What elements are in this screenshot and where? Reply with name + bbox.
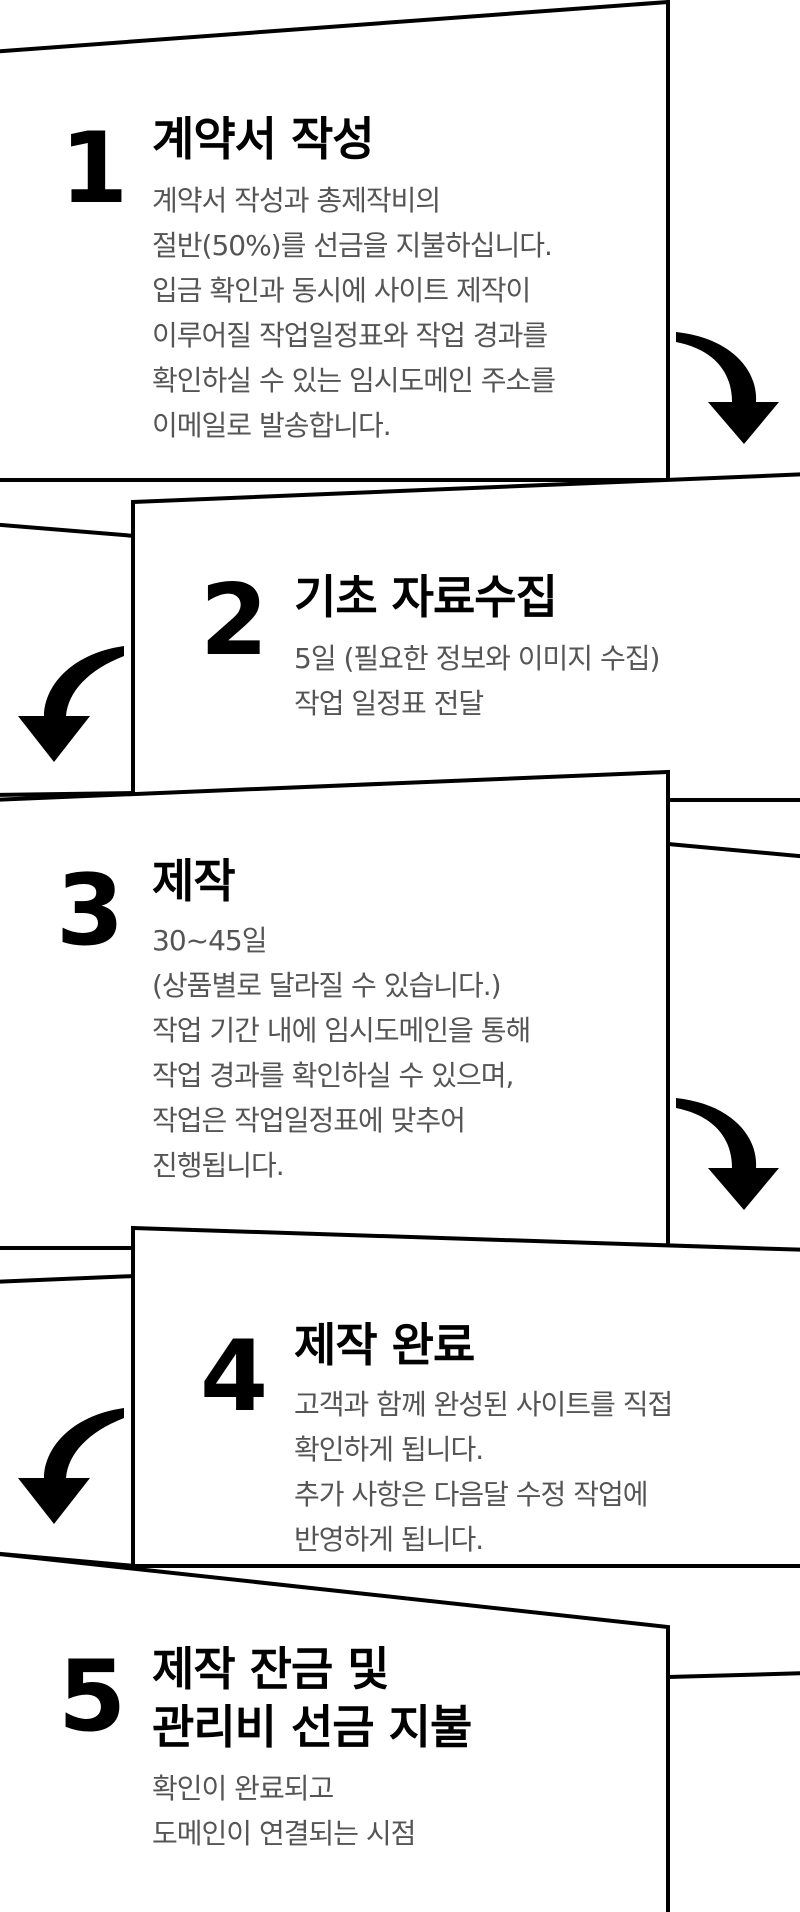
step-1-desc-line: 입금 확인과 동시에 사이트 제작이 — [152, 274, 531, 307]
step-3-description: 30~45일 (상품별로 달라질 수 있습니다.) 작업 기간 내에 임시도메인… — [152, 918, 531, 1188]
step-4-description: 고객과 함께 완성된 사이트를 직접 확인하게 됩니다. 추가 사항은 다음달 … — [294, 1382, 673, 1562]
sheet-edge-left-4-upper — [0, 1274, 136, 1284]
step-3-desc-line: (상품별로 달라질 수 있습니다.) — [152, 969, 502, 1002]
step-4-desc-line: 고객과 함께 완성된 사이트를 직접 — [294, 1388, 673, 1421]
step-3-title: 제작 — [152, 852, 236, 910]
step-3-desc-line: 작업은 작업일정표에 맞추어 — [152, 1104, 466, 1137]
step-1-description: 계약서 작성과 총제작비의 절반(50%)를 선금을 지불하십니다. 입금 확인… — [152, 178, 556, 448]
curved-arrow-down-right-icon — [676, 1098, 779, 1210]
step-5-description: 확인이 완료되고 도메인이 연결되는 시점 — [152, 1766, 416, 1856]
step-1-title: 계약서 작성 — [152, 110, 375, 168]
step-4-number: 4 — [200, 1320, 268, 1434]
step-4-title: 제작 완료 — [294, 1316, 475, 1374]
step-5-panel — [0, 1552, 670, 1912]
step-3-desc-line: 작업 기간 내에 임시도메인을 통해 — [152, 1014, 531, 1047]
sheet-edge-right-5 — [667, 1671, 800, 1679]
step-1-desc-line: 이루어질 작업일정표와 작업 경과를 — [152, 319, 548, 352]
step-1-title-line: 계약서 작성 — [152, 112, 375, 166]
step-5-title-line: 관리비 선금 지불 — [152, 1700, 472, 1754]
step-5-title: 제작 잔금 및 관리비 선금 지불 — [152, 1640, 472, 1756]
step-3-desc-line: 진행됩니다. — [152, 1149, 285, 1182]
step-1-desc-line: 계약서 작성과 총제작비의 — [152, 184, 441, 217]
step-4-panel — [131, 1225, 800, 1568]
step-4-desc-line: 반영하게 됩니다. — [294, 1523, 484, 1556]
sheet-edge-left-upper — [0, 522, 136, 538]
step-5-number: 5 — [58, 1640, 126, 1754]
step-3-desc-line: 30~45일 — [152, 924, 267, 957]
step-4-title-line: 제작 완료 — [294, 1318, 475, 1372]
step-5-desc-line: 확인이 완료되고 — [152, 1772, 334, 1805]
step-5-desc-line: 도메인이 연결되는 시점 — [152, 1817, 416, 1850]
step-1-desc-line: 이메일로 발송합니다. — [152, 409, 392, 442]
step-2-desc-line: 작업 일정표 전달 — [294, 687, 484, 720]
step-3-number: 3 — [56, 854, 124, 968]
step-1-desc-line: 확인하실 수 있는 임시도메인 주소를 — [152, 364, 556, 397]
step-3-desc-line: 작업 경과를 확인하실 수 있으며, — [152, 1059, 514, 1092]
step-5-title-line: 제작 잔금 및 — [152, 1642, 390, 1696]
step-2-title-line: 기초 자료수집 — [294, 570, 558, 624]
sheet-edge-right-upper — [667, 842, 800, 859]
curved-arrow-down-left-icon — [18, 646, 124, 762]
step-4-desc-line: 확인하게 됩니다. — [294, 1433, 484, 1466]
curved-arrow-down-right-icon — [676, 332, 779, 444]
curved-arrow-down-left-icon — [18, 1408, 124, 1524]
step-2-panel — [131, 472, 800, 802]
step-2-number: 2 — [200, 564, 268, 678]
step-2-title: 기초 자료수집 — [294, 568, 558, 626]
step-2-description: 5일 (필요한 정보와 이미지 수집) 작업 일정표 전달 — [294, 636, 660, 726]
step-1-desc-line: 절반(50%)를 선금을 지불하십니다. — [152, 229, 553, 262]
step-2-desc-line: 5일 (필요한 정보와 이미지 수집) — [294, 642, 660, 675]
step-3-title-line: 제작 — [152, 854, 236, 908]
step-4-desc-line: 추가 사항은 다음달 수정 작업에 — [294, 1478, 648, 1511]
step-1-number: 1 — [60, 112, 128, 226]
